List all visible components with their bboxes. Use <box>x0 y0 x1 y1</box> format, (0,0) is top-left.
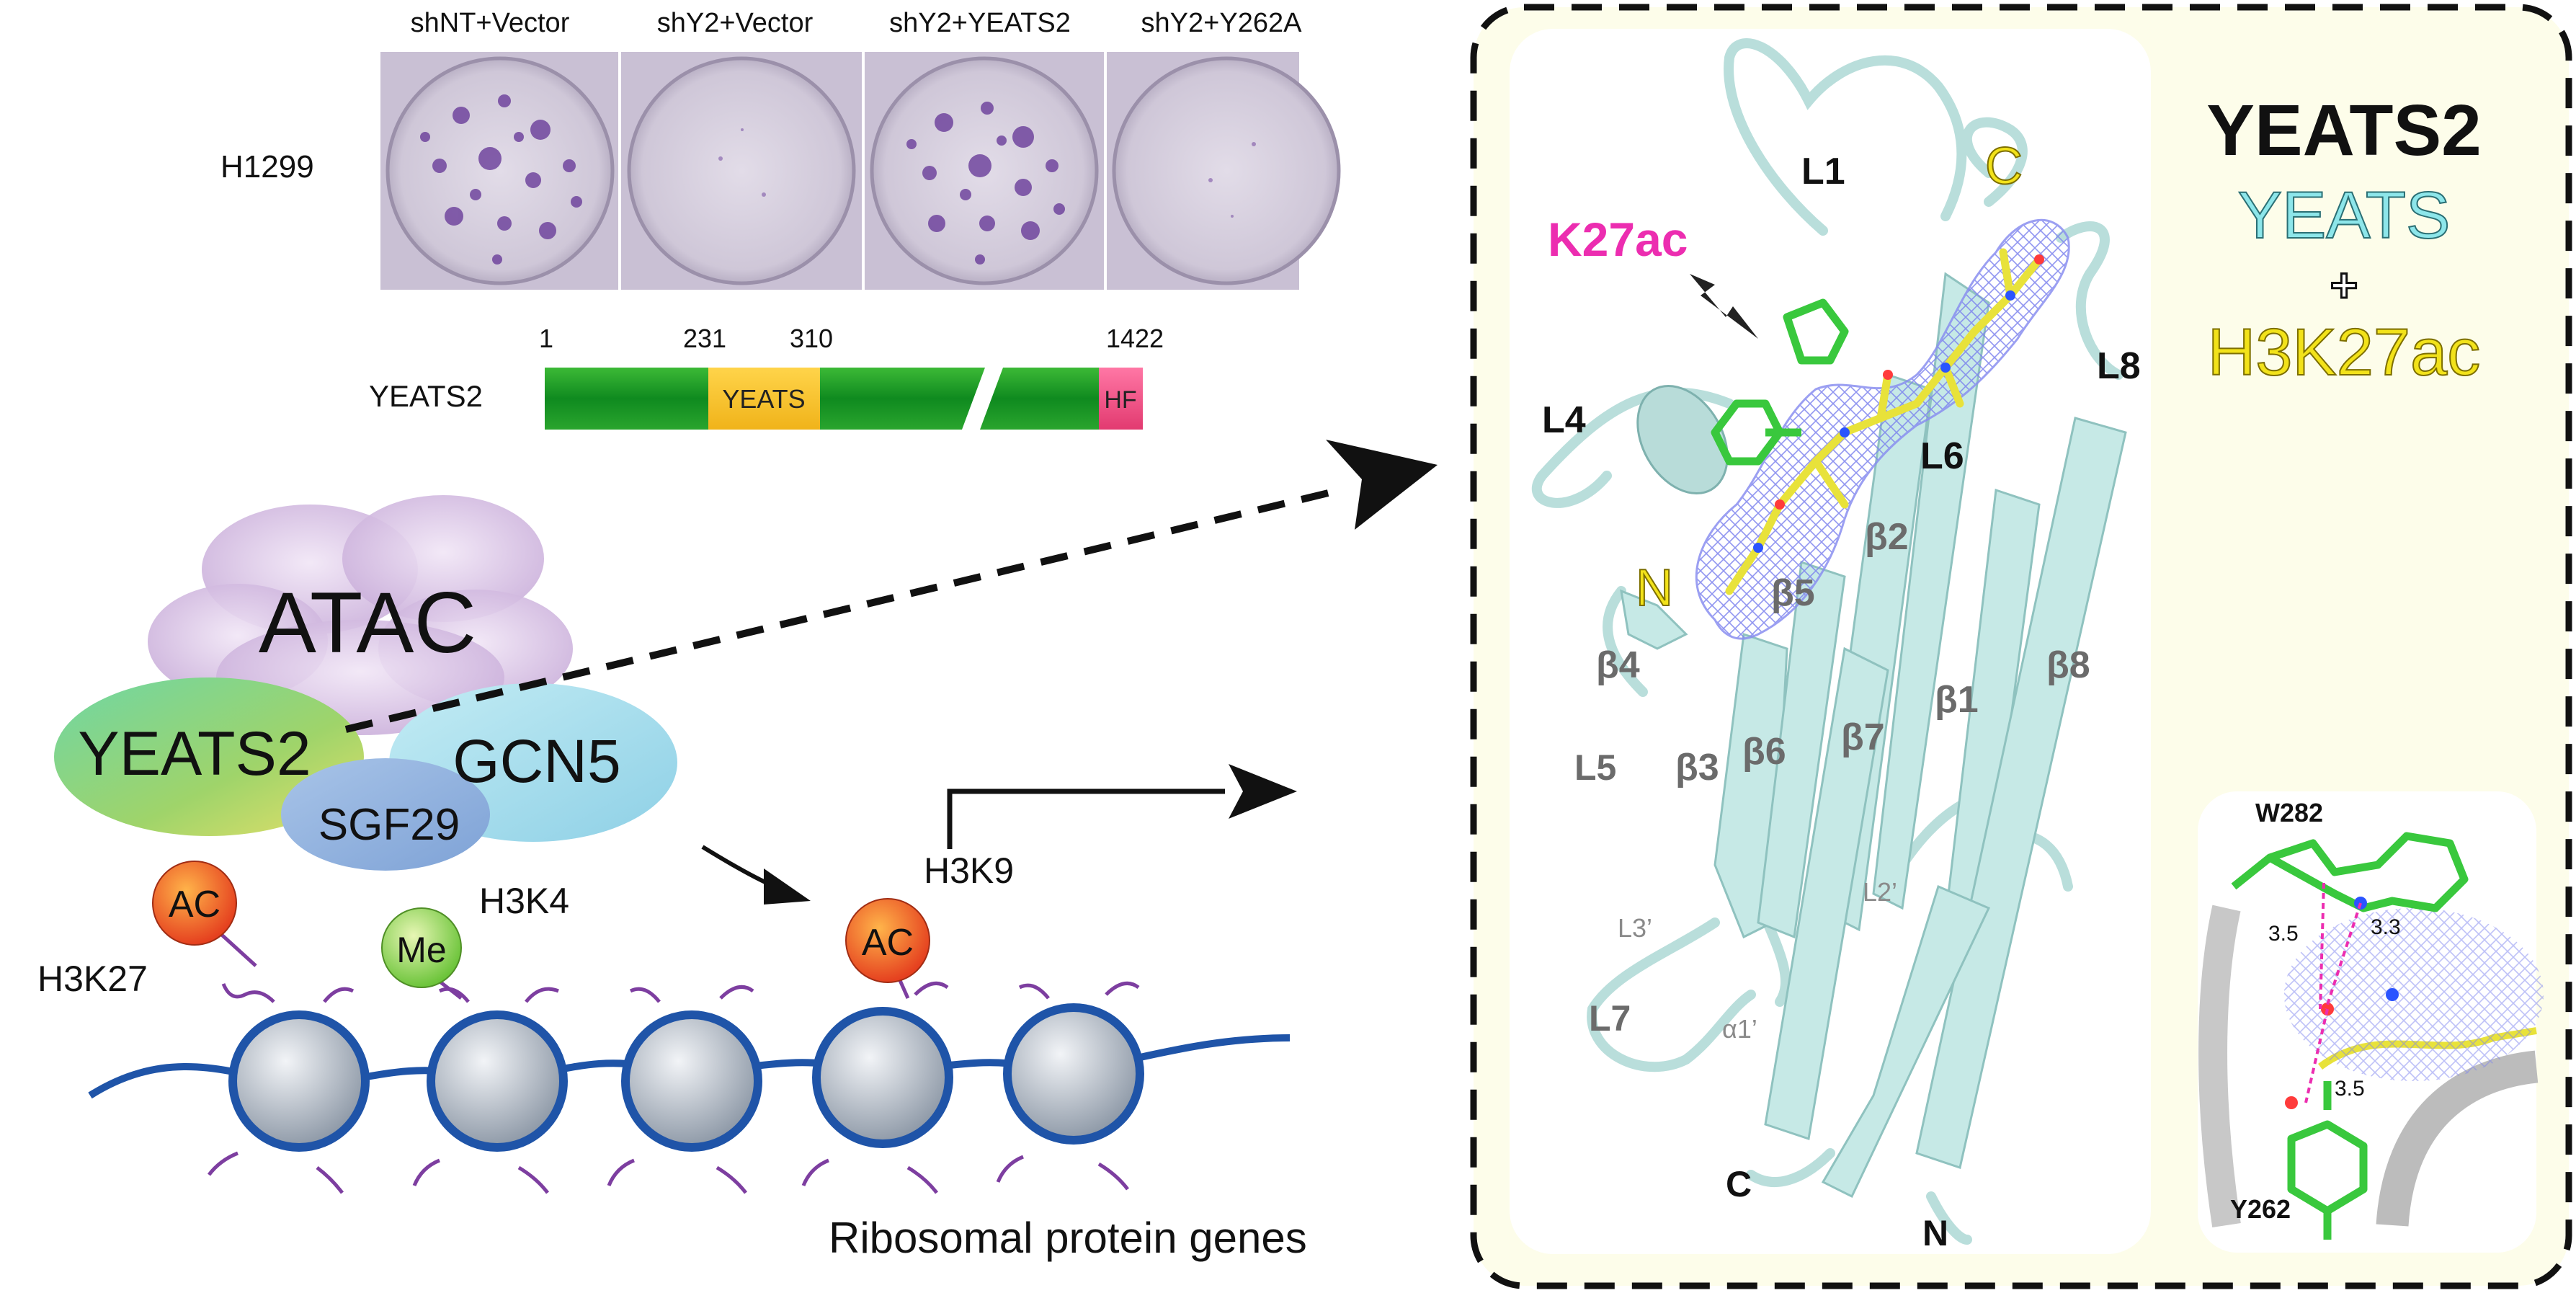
atac-complex: ATAC YEATS2 GCN5 SGF29 <box>54 495 677 871</box>
histone-tails <box>208 981 1140 1194</box>
mark-badge-text: AC <box>862 922 914 964</box>
subunit-label: GCN5 <box>453 727 620 795</box>
dashed-arrow-head <box>1326 440 1438 530</box>
ligand-pointer <box>1690 274 1758 339</box>
domain-map: 1 231 310 1422 YEATS2 YEATS HF <box>369 324 1164 430</box>
peptide-terminus: N <box>1636 559 1673 617</box>
mark-label: H3K9 <box>924 850 1014 891</box>
domain-label: HF <box>1104 386 1136 414</box>
mark-label: H3K27 <box>37 959 148 999</box>
complex-name: ATAC <box>259 574 476 671</box>
strand-label: β3 <box>1675 747 1719 788</box>
strand-label: β6 <box>1742 731 1786 773</box>
legend-line: H3K27ac <box>2208 316 2480 389</box>
protein-label: YEATS2 <box>369 379 483 413</box>
target-genes-label: Ribosomal protein genes <box>829 1214 1307 1262</box>
protein-cartoon: K27ac N C L1 L4 L6 L8 L5 L2’ L3’ L7 β2 β… <box>1532 38 2141 1253</box>
residue-label: W282 <box>2255 798 2323 827</box>
dish <box>1112 56 1341 285</box>
structure-legend: YEATS2 YEATS + H3K27ac <box>2206 90 2482 390</box>
cell-line-label: H1299 <box>220 149 314 185</box>
strand-label: β2 <box>1865 516 1909 558</box>
loop-label: L7 <box>1589 998 1631 1039</box>
loop-label: L1 <box>1801 151 1845 192</box>
transcription-arrow-head <box>1229 764 1297 819</box>
legend-plus: + <box>2330 258 2358 311</box>
binding-arrow-head <box>764 868 811 905</box>
dish <box>385 56 615 285</box>
strand-label: β5 <box>1771 572 1815 614</box>
subunit-label: SGF29 <box>318 800 460 850</box>
helix-label: α1’ <box>1722 1014 1757 1044</box>
distance-label: 3.5 <box>2335 1077 2365 1101</box>
mark-label: H3K4 <box>479 881 569 921</box>
chain-terminus: N <box>1922 1213 1948 1253</box>
dashed-arrow <box>344 486 1342 733</box>
loop-label: L3’ <box>1618 913 1652 943</box>
colony-assay: shNT+Vector shY2+Vector shY2+YEATS2 shY2… <box>220 8 1341 290</box>
protein-bar <box>545 368 1143 430</box>
binding-pocket-inset: W282 Y262 3.5 3.3 3.5 <box>2198 791 2544 1253</box>
strand-label: β4 <box>1596 644 1640 686</box>
loop-label: L4 <box>1542 399 1586 441</box>
legend-line: YEATS <box>2238 179 2451 252</box>
dish <box>627 56 856 285</box>
chain-terminus: C <box>1726 1164 1752 1204</box>
condition-label: shY2+Y262A <box>1141 8 1303 38</box>
position-label: 1422 <box>1106 324 1164 353</box>
yeats2-subunit <box>54 677 364 836</box>
strand-label: β1 <box>1935 679 1979 721</box>
sgf29-subunit <box>281 758 490 871</box>
nucleosomes <box>228 1003 1144 1152</box>
distance-label: 3.5 <box>2268 922 2299 946</box>
loop-label: L6 <box>1920 435 1964 477</box>
acetyl-mark-badge <box>845 898 930 983</box>
mark-badge-text: Me <box>396 930 446 970</box>
strand-label: β7 <box>1841 716 1885 758</box>
mark-badge-text: AC <box>169 884 220 925</box>
position-label: 310 <box>790 324 833 353</box>
loop-label: L5 <box>1574 747 1616 788</box>
colonies-dense <box>420 94 1065 265</box>
loop-label: L8 <box>2097 345 2141 387</box>
strand-label: β8 <box>2046 644 2090 686</box>
domain-label: YEATS <box>722 384 805 414</box>
subunit-label: YEATS2 <box>78 719 311 788</box>
condition-label: shY2+Vector <box>657 8 814 38</box>
bar-break <box>962 368 1003 430</box>
loop-label: L2’ <box>1863 877 1897 907</box>
ligand-label: K27ac <box>1548 213 1688 266</box>
legend-title: YEATS2 <box>2206 90 2482 171</box>
yeats-domain <box>708 368 820 430</box>
methyl-mark-badge <box>381 907 462 988</box>
peptide-terminus: C <box>1985 138 2023 195</box>
chromatin: AC H3K27 Me H3K4 AC H3K9 Ribosomal prote… <box>37 764 1307 1262</box>
transcription-arrow <box>947 788 1225 849</box>
acetyl-mark-badge <box>152 861 237 946</box>
position-label: 1 <box>539 324 553 353</box>
condition-label: shNT+Vector <box>411 8 570 38</box>
colonies-sparse <box>718 128 1256 218</box>
hf-domain <box>1099 368 1143 430</box>
position-label: 231 <box>683 324 726 353</box>
residue-label: Y262 <box>2230 1194 2291 1224</box>
distance-label: 3.3 <box>2371 915 2401 939</box>
condition-label: shY2+YEATS2 <box>889 8 1071 38</box>
